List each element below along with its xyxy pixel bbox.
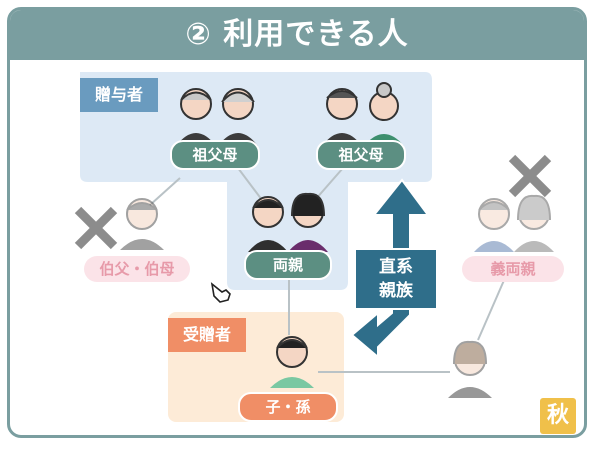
cross-icon <box>74 206 118 250</box>
grandparents-right-figures <box>322 82 404 146</box>
direct-line-text-2: 親族 <box>379 281 413 301</box>
spouse-figure <box>448 340 492 398</box>
direct-line-text-1: 直系 <box>379 257 413 277</box>
page-title: ② 利用できる人 <box>185 17 409 52</box>
label-grandparents-left: 祖父母 <box>170 140 260 170</box>
parents-figures <box>248 192 328 252</box>
giver-tag: 贈与者 <box>80 78 158 112</box>
cross-icon <box>508 154 552 198</box>
hand-cursor-icon <box>210 282 231 303</box>
grandparents-left-figures <box>176 88 258 146</box>
receiver-tag: 受贈者 <box>168 318 246 352</box>
label-child-grandchild: 子・孫 <box>238 392 338 422</box>
label-uncle-aunt: 伯父・伯母 <box>84 256 190 282</box>
label-in-laws: 義両親 <box>462 256 564 282</box>
label-parents: 両親 <box>244 250 332 280</box>
direct-line-box: 直系 親族 <box>354 248 438 310</box>
in-laws-figures <box>474 194 554 252</box>
label-grandparents-right: 祖父母 <box>316 140 406 170</box>
title-bar <box>10 10 584 60</box>
corner-stamp: 秋 <box>540 398 576 434</box>
uncle-aunt-figure <box>120 198 164 250</box>
double-arrow-icon <box>350 178 430 360</box>
child-figure <box>270 336 314 388</box>
